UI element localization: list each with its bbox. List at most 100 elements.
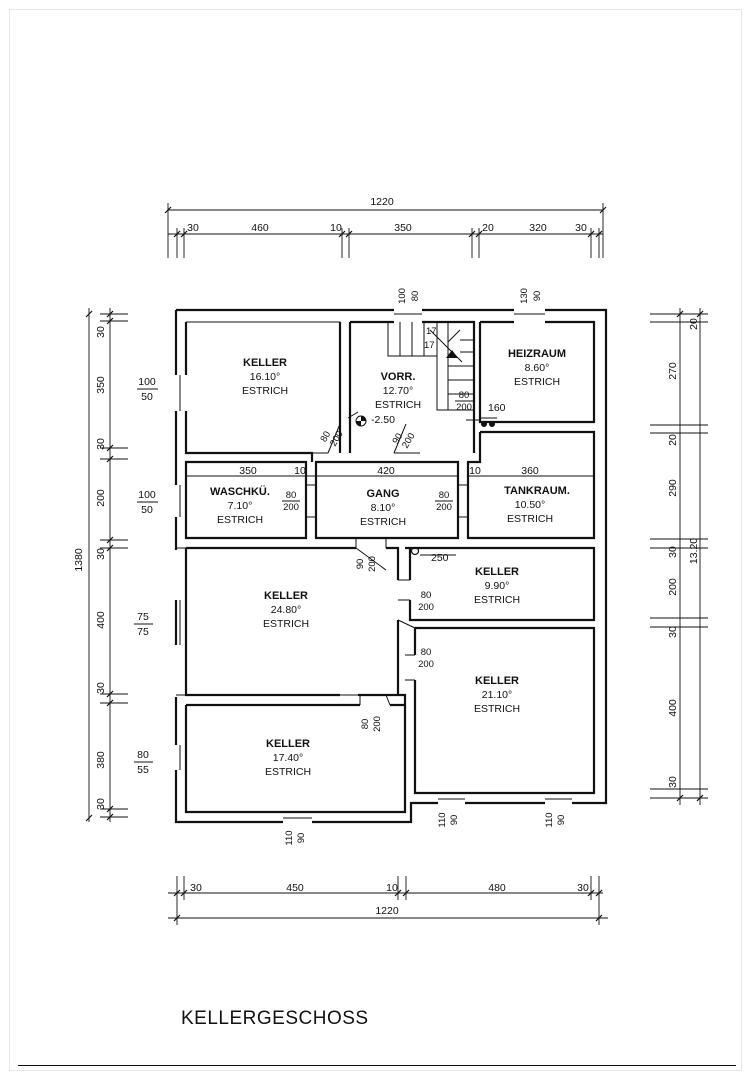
misc-marks: -2.50 160 250 350 10 420 10 360 — [186, 402, 594, 564]
top-dimensions: 1220 30 460 10 350 20 320 30 — [164, 196, 607, 258]
dim-top-total: 1220 — [370, 196, 394, 208]
svg-text:7.10°: 7.10° — [228, 500, 253, 512]
svg-text:8.10°: 8.10° — [371, 502, 396, 514]
dim-bottom-3: 480 — [488, 882, 506, 894]
tank-10: 10 — [469, 465, 481, 477]
dim-right-total: 13.20 — [688, 538, 700, 564]
w-top-vorr-height: 80 — [410, 291, 421, 302]
dim-top-2: 10 — [330, 222, 342, 234]
dim-left-5: 400 — [95, 611, 107, 629]
d-wasch-width: 80 — [286, 490, 297, 501]
dim-right-2: 20 — [667, 434, 679, 446]
dim-right-4: 30 — [667, 546, 679, 558]
dim-bottom-4: 30 — [577, 882, 589, 894]
svg-text:ESTRICH: ESTRICH — [474, 703, 520, 715]
dim-right-8: 30 — [667, 776, 679, 788]
tank-width: 360 — [521, 465, 539, 477]
dim-right-1: 270 — [667, 362, 679, 380]
plan-title: KELLERGESCHOSS — [181, 1008, 369, 1029]
svg-text:17.40°: 17.40° — [273, 752, 303, 764]
room-labels: KELLER 16.10° ESTRICH VORR. 12.70° ESTRI… — [210, 348, 570, 778]
d-wasch-height: 200 — [283, 502, 299, 513]
gang-width: 420 — [377, 465, 395, 477]
d-keller6-height: 200 — [372, 716, 383, 732]
svg-text:KELLER: KELLER — [475, 566, 519, 578]
svg-text:21.10°: 21.10° — [482, 689, 512, 701]
stair-rise-b: 17 — [424, 340, 435, 351]
w-wasch-width: 100 — [138, 489, 156, 501]
svg-text:KELLER: KELLER — [243, 357, 287, 369]
d-keller6-width: 80 — [360, 719, 371, 730]
svg-text:KELLER: KELLER — [266, 738, 310, 750]
dim-left-total: 1380 — [73, 548, 85, 572]
dim-left-4: 30 — [95, 548, 107, 560]
svg-text:ESTRICH: ESTRICH — [242, 385, 288, 397]
dim-right-6: 30 — [667, 626, 679, 638]
svg-text:KELLER: KELLER — [264, 590, 308, 602]
staircase: 17 17 — [387, 322, 474, 411]
door-swings — [306, 419, 480, 706]
room-vorr: VORR. 12.70° ESTRICH — [375, 371, 421, 411]
drain-icon — [410, 546, 420, 556]
svg-text:9.90°: 9.90° — [485, 580, 510, 592]
w-bot-1-width: 110 — [284, 830, 295, 845]
svg-text:ESTRICH: ESTRICH — [474, 594, 520, 606]
dim-top-5: 320 — [529, 222, 547, 234]
room-keller-24: KELLER 24.80° ESTRICH — [263, 590, 309, 630]
dim-top-1: 460 — [251, 222, 269, 234]
keller4-note: 250 — [431, 552, 449, 564]
room-waschkueche: WASCHKÜ. 7.10° ESTRICH — [210, 485, 270, 526]
svg-text:8.60°: 8.60° — [525, 362, 550, 374]
svg-text:VORR.: VORR. — [381, 371, 416, 383]
wasch-10: 10 — [294, 465, 306, 477]
w-bot-3-height: 90 — [556, 815, 567, 826]
svg-text:TANKRAUM.: TANKRAUM. — [504, 485, 570, 497]
svg-text:HEIZRAUM: HEIZRAUM — [508, 348, 566, 360]
svg-text:ESTRICH: ESTRICH — [360, 516, 406, 528]
dim-top-4: 20 — [482, 222, 494, 234]
w-top-heiz-width: 130 — [519, 288, 530, 304]
dim-left-8: 30 — [95, 798, 107, 810]
page-frame — [9, 9, 742, 1071]
dim-bottom-total: 1220 — [375, 905, 399, 917]
d-vorr-height: 200 — [400, 431, 417, 450]
svg-text:16.10°: 16.10° — [250, 371, 280, 383]
svg-text:WASCHKÜ.: WASCHKÜ. — [210, 485, 270, 498]
dim-left-7: 380 — [95, 751, 107, 769]
svg-text:10.50°: 10.50° — [515, 499, 545, 511]
d-gang-width: 80 — [439, 490, 450, 501]
w-keller3-width: 75 — [137, 611, 149, 623]
dim-right-3: 290 — [667, 479, 679, 497]
wasch-wall: 350 — [239, 465, 257, 477]
dim-bottom-0: 30 — [190, 882, 202, 894]
svg-text:24.80°: 24.80° — [271, 604, 301, 616]
level-value: -2.50 — [371, 414, 395, 426]
heiz-note: 160 — [488, 402, 506, 414]
w-bot-2-height: 90 — [449, 815, 460, 826]
svg-text:KELLER: KELLER — [475, 675, 519, 687]
svg-text:ESTRICH: ESTRICH — [265, 766, 311, 778]
svg-text:ESTRICH: ESTRICH — [217, 514, 263, 526]
boiler-icon — [481, 421, 487, 427]
d-heiz-width: 80 — [459, 390, 470, 401]
dim-left-6: 30 — [95, 682, 107, 694]
d-keller3-height: 200 — [367, 556, 378, 572]
dim-right-5: 200 — [667, 578, 679, 596]
dim-right-7: 400 — [667, 699, 679, 717]
dim-left-0: 30 — [95, 326, 107, 338]
w-wasch-height: 50 — [141, 504, 153, 516]
w-keller3-height: 75 — [137, 626, 149, 638]
dim-top-3: 350 — [394, 222, 412, 234]
w-bot-3-width: 110 — [544, 812, 555, 827]
svg-text:ESTRICH: ESTRICH — [263, 618, 309, 630]
w-keller1-height: 50 — [141, 391, 153, 403]
w-top-heiz-height: 90 — [532, 291, 543, 302]
dim-top-0: 30 — [187, 222, 199, 234]
svg-text:ESTRICH: ESTRICH — [375, 399, 421, 411]
d-heiz-height: 200 — [456, 402, 472, 413]
room-keller-21: KELLER 21.10° ESTRICH — [474, 675, 520, 715]
svg-text:ESTRICH: ESTRICH — [514, 376, 560, 388]
right-dimensions: 20 270 20 290 30 200 30 400 30 13.20 — [650, 308, 708, 805]
svg-text:12.70°: 12.70° — [383, 385, 413, 397]
bottom-dimensions: 30 450 10 480 30 1220 — [168, 876, 608, 925]
